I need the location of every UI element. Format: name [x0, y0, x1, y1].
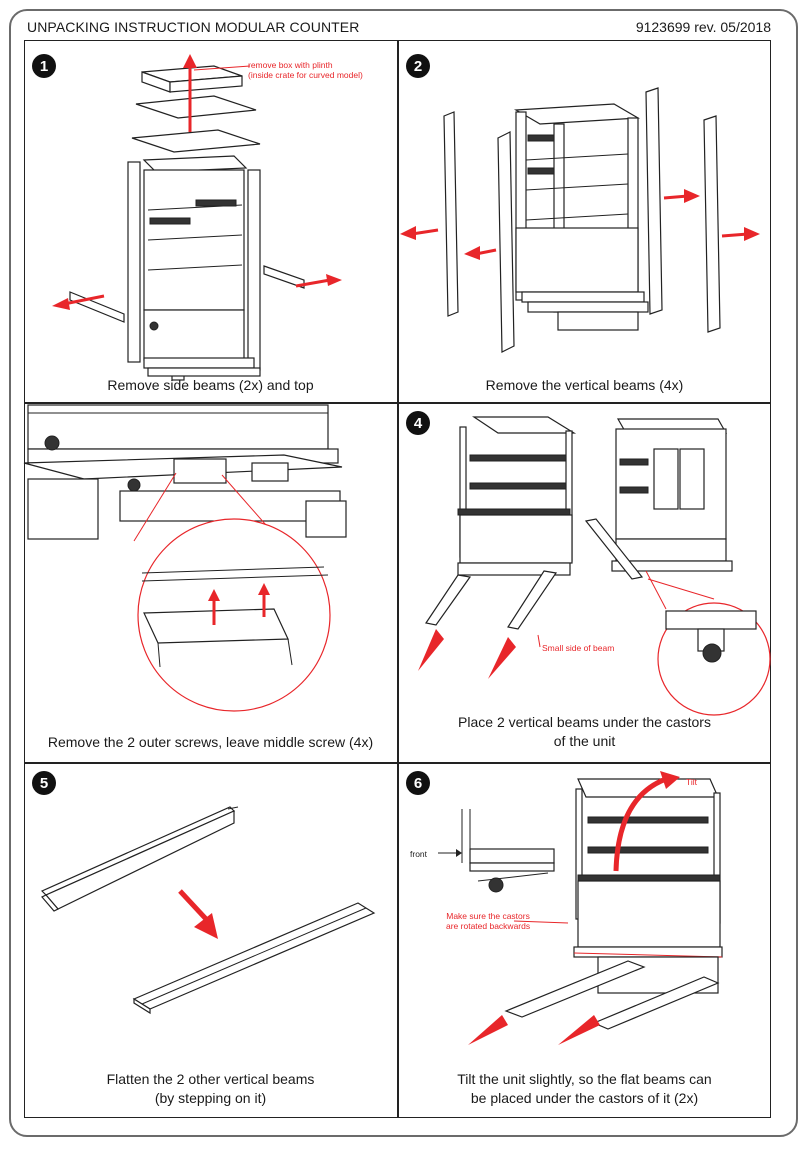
- step-1-caption: Remove side beams (2x) and top: [107, 377, 314, 393]
- step-1-illustration: [52, 54, 342, 381]
- document-reference: 9123699 rev. 05/2018: [635, 19, 771, 35]
- page-frame: [9, 9, 798, 1137]
- step-number-badge: 5: [32, 771, 56, 795]
- step-5-caption: Flatten the 2 other vertical beams (by s…: [106, 1071, 315, 1106]
- step-6-caption: Tilt the unit slightly, so the flat beam…: [457, 1071, 712, 1106]
- step-4-panel: 4 Small side of beam: [398, 403, 771, 762]
- step-6-castor-note: Make sure the castors are rotated backwa…: [446, 911, 531, 931]
- step-4-note: Small side of beam: [542, 643, 615, 653]
- step-2-caption: Remove the vertical beams (4x): [485, 377, 684, 393]
- step-3-illustration: [23, 404, 347, 712]
- step-number-badge: 2: [406, 54, 430, 78]
- step-5-illustration: [40, 806, 376, 1015]
- step-2-panel: 2 Remove the vertical beams (4x): [398, 40, 771, 402]
- step-3-panel: 3 Remove the 2 outer screws, leave middl…: [23, 403, 397, 762]
- step-4-illustration: [418, 416, 771, 716]
- step-6-panel: 6 Tilt front Make sure the castor: [398, 763, 771, 1118]
- step-1-panel: 1 remove box with plinth: [24, 40, 397, 402]
- step-2-illustration: [400, 87, 760, 353]
- step-number-badge: 6: [406, 771, 430, 795]
- step-6-illustration: [438, 771, 723, 1045]
- step-number-badge: 4: [406, 411, 430, 435]
- document-title: UNPACKING INSTRUCTION MODULAR COUNTER: [27, 19, 360, 35]
- step-5-panel: 5 Flatten the 2 other vertical beams (by…: [24, 763, 397, 1118]
- step-4-caption: Place 2 vertical beams under the castors…: [458, 714, 711, 749]
- step-6-tilt-note: Tilt: [686, 777, 698, 787]
- step-3-caption: Remove the 2 outer screws, leave middle …: [47, 734, 374, 750]
- step-number-badge: 1: [32, 54, 56, 78]
- step-6-front-note: front: [410, 849, 428, 859]
- step-1-note: remove box with plinth (inside crate for…: [248, 60, 363, 80]
